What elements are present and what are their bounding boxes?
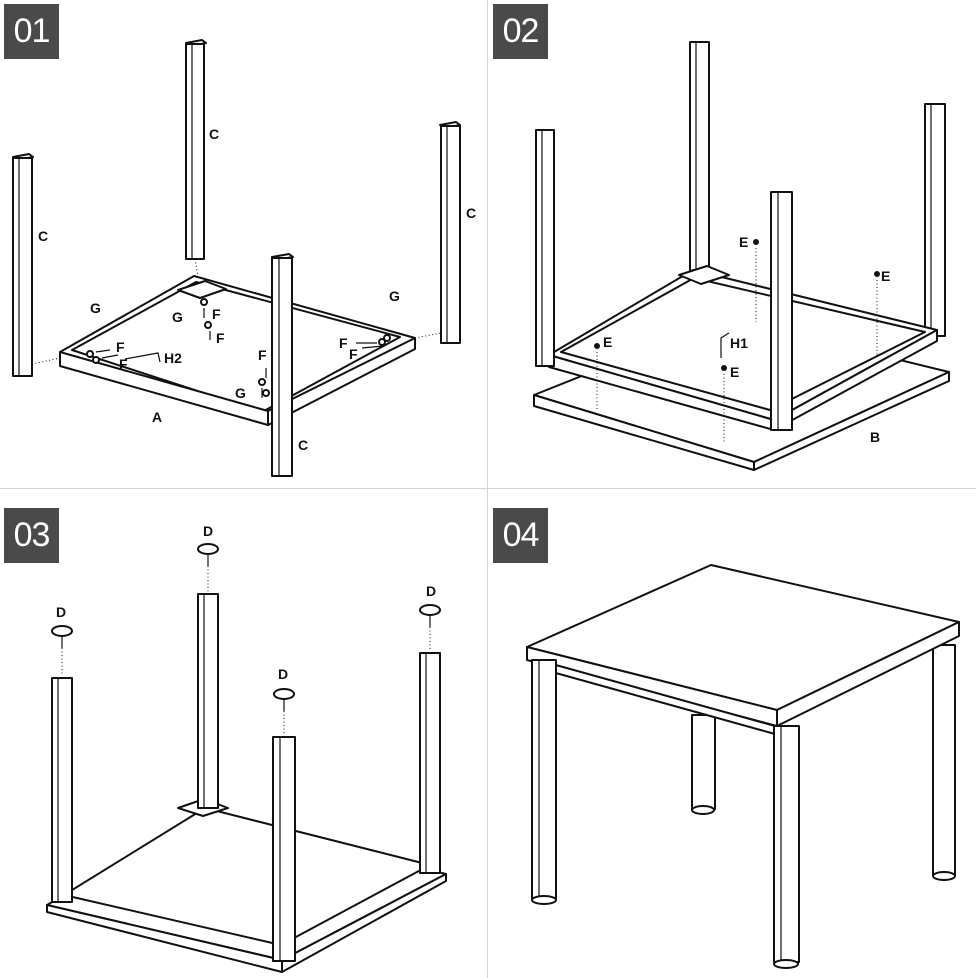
step-03-panel: 03 bbox=[0, 490, 487, 978]
step-01-panel: 01 bbox=[0, 0, 487, 488]
label-board-b: B bbox=[870, 429, 880, 445]
label-frame-a: A bbox=[152, 409, 162, 425]
label-screw-f: F bbox=[116, 339, 125, 355]
label-screw-f: F bbox=[339, 335, 348, 351]
label-screw-f: F bbox=[119, 356, 128, 372]
step-01-illustration: C C C C A G G G G F F F F F F F H2 bbox=[12, 39, 476, 477]
label-washer-g: G bbox=[90, 300, 101, 316]
step-number-badge: 04 bbox=[493, 508, 548, 563]
back-legs bbox=[689, 41, 946, 337]
inverted-table bbox=[46, 798, 447, 973]
hex-wrench-h1 bbox=[720, 332, 730, 358]
step-number-badge: 03 bbox=[4, 508, 59, 563]
label-washer-g: G bbox=[389, 288, 400, 304]
tabletop bbox=[526, 564, 960, 735]
label-foot-d: D bbox=[278, 666, 288, 682]
label-screw-f: F bbox=[349, 346, 358, 362]
leveling-feet bbox=[51, 543, 441, 735]
front-legs bbox=[535, 129, 793, 431]
hex-wrench-h2 bbox=[124, 352, 161, 363]
frame-assembly bbox=[548, 265, 938, 431]
panel-divider-horizontal bbox=[0, 488, 976, 489]
step-number-badge: 01 bbox=[4, 4, 59, 59]
label-wrench-h2: H2 bbox=[164, 350, 182, 366]
frame-a bbox=[59, 275, 416, 426]
label-washer-g: G bbox=[172, 309, 183, 325]
label-leg-c: C bbox=[466, 205, 476, 221]
label-screw-e: E bbox=[881, 268, 890, 284]
panel-divider-vertical bbox=[487, 0, 488, 978]
label-leg-c: C bbox=[38, 228, 48, 244]
label-wrench-h1: H1 bbox=[730, 335, 748, 351]
label-screw-e: E bbox=[603, 334, 612, 350]
label-foot-d: D bbox=[203, 523, 213, 539]
label-foot-d: D bbox=[56, 604, 66, 620]
label-screw-f: F bbox=[216, 330, 225, 346]
step-02-panel: 02 bbox=[489, 0, 976, 488]
label-screw-e: E bbox=[739, 234, 748, 250]
step-04-illustration bbox=[526, 564, 960, 969]
step-03-illustration: D D D D bbox=[46, 523, 447, 973]
label-washer-g: G bbox=[235, 385, 246, 401]
step-number-badge: 02 bbox=[493, 4, 548, 59]
legs bbox=[51, 593, 441, 962]
step-04-panel: 04 bbox=[489, 490, 976, 978]
label-leg-c: C bbox=[209, 126, 219, 142]
screws-e bbox=[594, 239, 880, 371]
back-legs bbox=[691, 644, 956, 881]
leg-right bbox=[439, 121, 461, 344]
leg-left bbox=[12, 153, 34, 377]
front-legs bbox=[531, 659, 800, 969]
label-leg-c: C bbox=[298, 437, 308, 453]
label-screw-f: F bbox=[212, 306, 221, 322]
label-screw-e: E bbox=[730, 364, 739, 380]
leg-top-left bbox=[185, 39, 207, 260]
leg-front bbox=[271, 253, 294, 477]
screws-and-washers bbox=[86, 298, 391, 398]
label-screw-f: F bbox=[258, 347, 267, 363]
label-foot-d: D bbox=[426, 583, 436, 599]
step-02-illustration: E E E E H1 B bbox=[533, 41, 950, 471]
